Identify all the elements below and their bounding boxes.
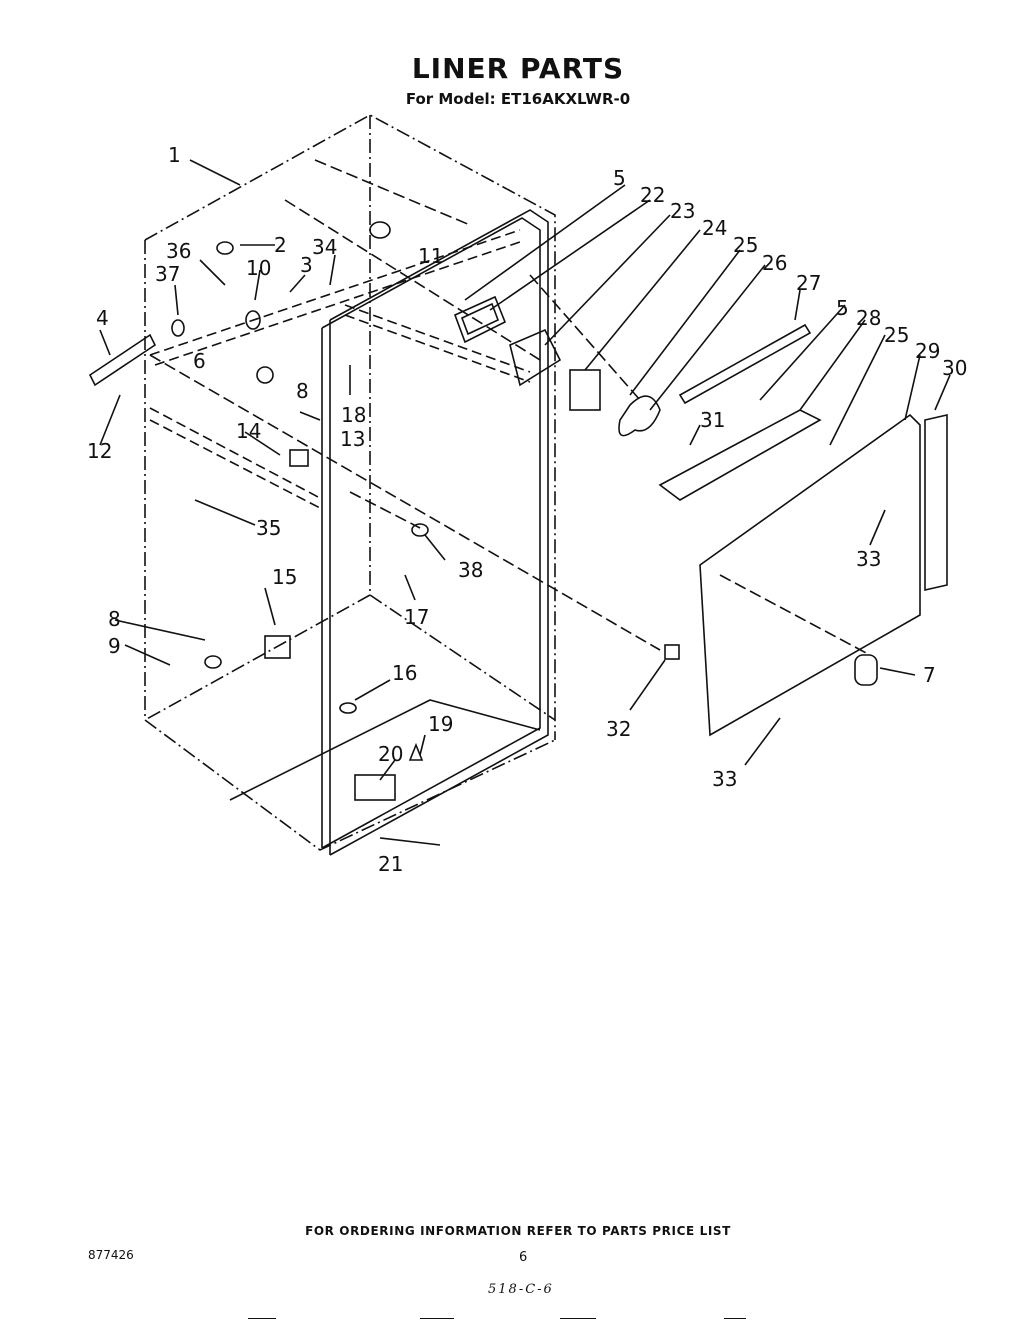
callout-30: 30 xyxy=(942,356,967,380)
callout-31: 31 xyxy=(700,408,725,432)
bottom-rule xyxy=(724,1318,746,1319)
callout-3: 3 xyxy=(300,253,313,277)
channel-30 xyxy=(924,413,948,592)
fan-shroud-23 xyxy=(509,328,562,387)
callout-26: 26 xyxy=(762,251,787,275)
callout-21: 21 xyxy=(378,852,403,876)
callout-16: 16 xyxy=(392,661,417,685)
callout-11: 11 xyxy=(418,244,443,268)
callout-32: 32 xyxy=(606,717,631,741)
handwritten-note: 518-C-6 xyxy=(488,1282,554,1297)
callout-27: 27 xyxy=(796,271,821,295)
callout-labels: 1 2 3 4 5 5 6 7 8 8 9 10 11 12 13 14 15 … xyxy=(87,143,967,876)
assembly-lines xyxy=(149,159,871,656)
callout-9: 9 xyxy=(108,634,121,658)
gasket-22 xyxy=(453,295,507,344)
part-shapes xyxy=(88,221,948,801)
callout-18: 18 xyxy=(341,403,366,427)
callout-25a: 25 xyxy=(733,233,758,257)
callout-5b: 5 xyxy=(836,296,849,320)
ordering-note: FOR ORDERING INFORMATION REFER TO PARTS … xyxy=(305,1224,731,1238)
bottom-rule xyxy=(248,1318,276,1319)
callout-20: 20 xyxy=(378,742,403,766)
callout-35: 35 xyxy=(256,516,281,540)
callout-34: 34 xyxy=(312,235,337,259)
shelf-rail xyxy=(149,229,531,509)
fan-blade-26 xyxy=(618,395,661,437)
callout-8a: 8 xyxy=(296,379,309,403)
callout-29: 29 xyxy=(915,339,940,363)
callout-4: 4 xyxy=(96,306,109,330)
strip-27 xyxy=(678,323,812,405)
callout-8b: 8 xyxy=(108,607,121,631)
callout-14: 14 xyxy=(236,419,261,443)
callout-24: 24 xyxy=(702,216,727,240)
leader-lines xyxy=(99,159,951,846)
callout-25b: 25 xyxy=(884,323,909,347)
liner-box xyxy=(144,114,556,851)
callout-12: 12 xyxy=(87,439,112,463)
liner-frame xyxy=(229,209,549,856)
callout-7: 7 xyxy=(923,663,936,687)
callout-5a: 5 xyxy=(613,166,626,190)
callout-17: 17 xyxy=(404,605,429,629)
callout-33b: 33 xyxy=(712,767,737,791)
bottom-rule xyxy=(420,1318,454,1319)
grille-28 xyxy=(658,409,822,501)
clip-11 xyxy=(369,221,391,239)
bottom-rule xyxy=(560,1318,596,1319)
callout-37: 37 xyxy=(155,262,180,286)
callout-19: 19 xyxy=(428,712,453,736)
callout-6: 6 xyxy=(193,349,206,373)
callout-38: 38 xyxy=(458,558,483,582)
callout-23: 23 xyxy=(670,199,695,223)
model-subtitle: For Model: ET16AKXLWR-0 xyxy=(405,90,631,108)
page-title: LINER PARTS xyxy=(411,52,625,85)
callout-13: 13 xyxy=(340,427,365,451)
callout-15: 15 xyxy=(272,565,297,589)
document-number: 877426 xyxy=(88,1248,134,1262)
callout-1: 1 xyxy=(168,143,181,167)
callout-36: 36 xyxy=(166,239,191,263)
fan-motor-24 xyxy=(569,369,601,411)
page-number: 6 xyxy=(519,1250,528,1265)
rail-4 xyxy=(88,333,157,387)
callout-33a: 33 xyxy=(856,547,881,571)
callout-28: 28 xyxy=(856,306,881,330)
rear-panel-29 xyxy=(699,413,921,737)
callout-2: 2 xyxy=(274,233,287,257)
callout-10: 10 xyxy=(246,256,271,280)
callout-22: 22 xyxy=(640,183,665,207)
